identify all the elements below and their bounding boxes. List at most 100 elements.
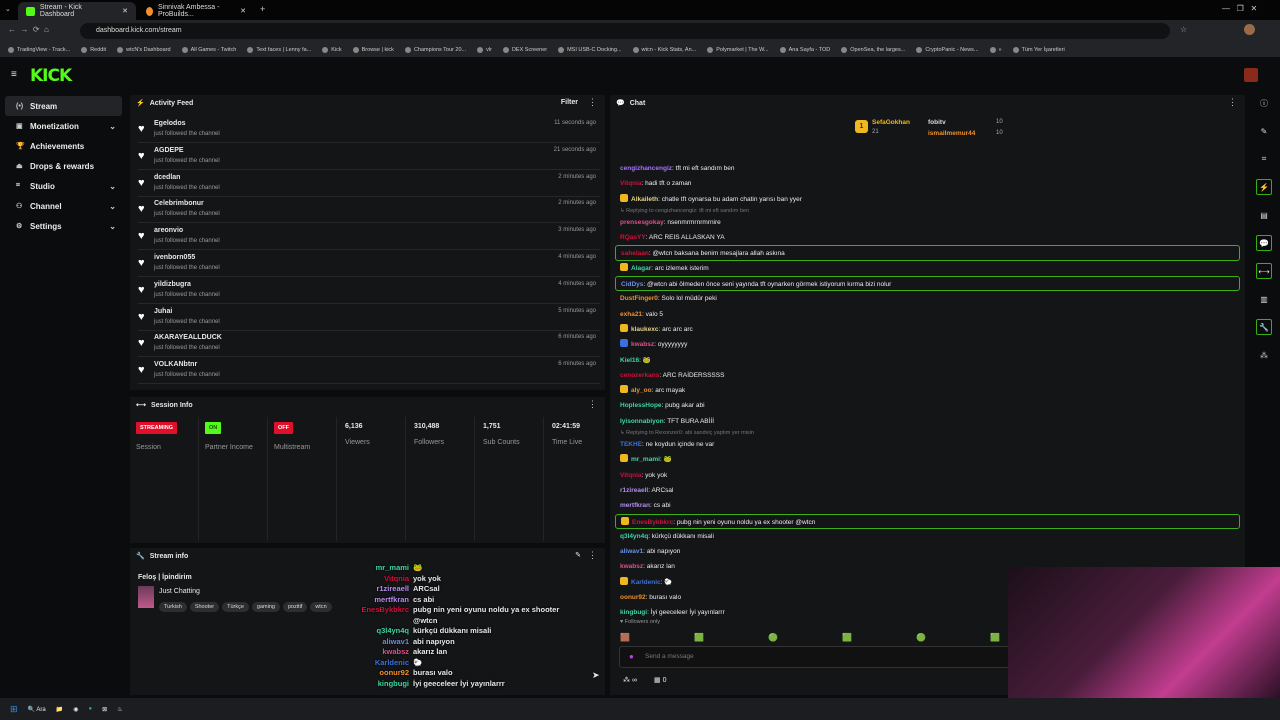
file-explorer-icon[interactable]: 📁 bbox=[55, 706, 64, 713]
pencil-icon[interactable]: ✎ bbox=[1260, 126, 1268, 136]
url-input[interactable]: dashboard.kick.com/stream bbox=[80, 23, 1170, 39]
nav-buttons[interactable]: ← → ⟳ ⌂ bbox=[8, 25, 49, 34]
follower-name[interactable]: Egelodos bbox=[154, 120, 186, 127]
chat-username[interactable]: kwabsz bbox=[620, 563, 644, 571]
steam-icon[interactable]: ♨ bbox=[117, 706, 123, 713]
sidebar-item-channel[interactable]: ⚇Channel⌄ bbox=[5, 196, 122, 216]
shop-button[interactable]: ▦ 0 bbox=[654, 677, 667, 684]
chat-username[interactable]: kingbugi bbox=[620, 609, 648, 617]
chat-username[interactable]: kwabsz bbox=[631, 341, 655, 349]
chat-username[interactable]: oonur92 bbox=[620, 594, 646, 602]
follower-name[interactable]: Juhai bbox=[154, 307, 173, 315]
more-options-icon[interactable]: ⋮ bbox=[588, 399, 597, 409]
chat-username[interactable]: Alkaileth bbox=[631, 195, 659, 203]
chat-username[interactable]: Karldenic bbox=[631, 578, 661, 586]
chat-username[interactable]: klaukexc bbox=[631, 325, 659, 333]
follower-name[interactable]: dcedlan bbox=[154, 173, 181, 181]
info-icon[interactable]: ⓘ bbox=[1260, 98, 1268, 108]
user-avatar[interactable] bbox=[1244, 68, 1258, 82]
notes-icon[interactable]: ▤ bbox=[1260, 210, 1268, 220]
bookmark-item[interactable]: Reddit bbox=[81, 46, 106, 53]
bookmark-item[interactable]: DEX Screener bbox=[502, 46, 547, 53]
gifter-name[interactable]: ismailmemur44 bbox=[928, 130, 976, 137]
filter-button[interactable]: Filter bbox=[560, 99, 578, 106]
bookmark-item[interactable]: Champions Tour 20... bbox=[404, 46, 466, 53]
wrench-icon[interactable]: 🔧 bbox=[1256, 319, 1272, 335]
bookmark-item[interactable]: Browse | kick bbox=[352, 46, 394, 53]
chat-username[interactable]: DustFinger0 bbox=[620, 295, 658, 303]
chat-username[interactable]: EnesBykbkrc bbox=[632, 518, 674, 526]
emote-icon[interactable]: 🟢 bbox=[916, 633, 926, 642]
sidebar-item-monetization[interactable]: ▣Monetization⌄ bbox=[5, 116, 122, 136]
profile-avatar[interactable] bbox=[1244, 24, 1255, 35]
chat-username[interactable]: cenozerkans bbox=[620, 371, 660, 379]
kick-logo[interactable]: KICK bbox=[30, 66, 72, 86]
stream-tag[interactable]: wtcn bbox=[310, 602, 332, 612]
chat-username[interactable]: mertfkran bbox=[620, 502, 650, 510]
chat-username[interactable]: exha21 bbox=[620, 310, 643, 318]
chat-username[interactable]: Kiel16 bbox=[620, 356, 640, 364]
sidebar-item-achievements[interactable]: 🏆Achievements bbox=[5, 136, 122, 156]
more-options-icon[interactable]: ⋮ bbox=[1228, 97, 1237, 107]
chat-username[interactable]: TEKHE bbox=[620, 441, 643, 449]
new-tab-button[interactable]: + bbox=[260, 4, 266, 14]
edit-icon[interactable]: ✎ bbox=[575, 552, 581, 559]
follower-name[interactable]: AKARAYEALLDUCK bbox=[154, 334, 222, 342]
focus-icon[interactable]: ⌗ bbox=[1261, 154, 1267, 163]
sidebar-item-stream[interactable]: (•)Stream bbox=[5, 96, 122, 116]
chat-username[interactable]: RQasYY bbox=[620, 234, 646, 242]
more-options-icon[interactable]: ⋮ bbox=[588, 97, 597, 107]
sidebar-item-settings[interactable]: ⚙Settings⌄ bbox=[5, 216, 122, 236]
chat-username[interactable]: prensesgokay bbox=[620, 218, 664, 226]
taskbar-search[interactable]: 🔍 Ara bbox=[27, 706, 46, 713]
bookmark-item[interactable]: OpenSea, the larges... bbox=[841, 46, 905, 53]
bookmark-item[interactable]: Tüm Yer İşaretleri bbox=[1012, 46, 1065, 53]
follower-name[interactable]: yildizbugra bbox=[154, 280, 191, 288]
bookmark-item[interactable]: Ana Sayfa - TOD bbox=[779, 46, 830, 53]
close-tab-icon[interactable]: ✕ bbox=[122, 8, 128, 15]
stream-tag[interactable]: Turkish bbox=[159, 602, 187, 612]
follower-name[interactable]: Celebrimbonur bbox=[154, 200, 204, 208]
chat-username[interactable]: Vitqnia bbox=[620, 471, 642, 479]
star-bookmark-icon[interactable]: ☆ bbox=[1180, 25, 1188, 34]
bookmark-item[interactable]: vlr bbox=[477, 46, 492, 53]
chevron-down-icon[interactable]: ⌄ bbox=[109, 221, 116, 231]
sidebar-item-drops-rewards[interactable]: ⏏Drops & rewards bbox=[5, 156, 122, 176]
top-gifter-name[interactable]: SefaGokhan bbox=[872, 119, 910, 126]
chrome-icon[interactable]: ◉ bbox=[73, 706, 79, 713]
bookmark-item[interactable]: Polymarket | The W... bbox=[707, 46, 769, 53]
bookmark-item[interactable]: wtcn - Kick Stats, An... bbox=[632, 46, 696, 53]
chat-username[interactable]: mr_mami bbox=[631, 456, 660, 464]
emote-icon[interactable]: 🟢 bbox=[768, 633, 778, 642]
chevron-down-icon[interactable]: ⌄ bbox=[109, 201, 116, 211]
emote-icon[interactable]: 🟫 bbox=[620, 633, 630, 642]
tab-probuilds[interactable]: Sinnivak Ambessa - ProBuilds...✕ bbox=[138, 2, 254, 20]
chat-icon[interactable]: 💬 bbox=[1256, 235, 1272, 251]
emote-icon[interactable]: 🟩 bbox=[694, 633, 704, 642]
chat-username[interactable]: Alagar bbox=[631, 264, 652, 272]
emote-icon[interactable]: 🟩 bbox=[842, 633, 852, 642]
microphone-icon[interactable]: ● bbox=[629, 652, 634, 661]
bookmark-item[interactable]: MSI USB-C Docking... bbox=[558, 46, 622, 53]
menu-icon[interactable]: ≡ bbox=[11, 69, 17, 80]
bookmark-item[interactable]: » bbox=[989, 46, 1002, 53]
chevron-down-icon[interactable]: ⌄ bbox=[109, 181, 116, 191]
stream-tag[interactable]: Türkçe bbox=[222, 602, 249, 612]
follower-name[interactable]: VOLKANbtnr bbox=[154, 361, 198, 369]
chat-username[interactable]: Iyisonnabiyon bbox=[620, 417, 664, 425]
chat-username[interactable]: aliwav1 bbox=[620, 548, 644, 556]
xbox-icon[interactable]: ⊠ bbox=[102, 706, 108, 713]
chat-username[interactable]: aly_oo bbox=[631, 387, 652, 395]
follower-name[interactable]: AGDEPE bbox=[154, 146, 184, 154]
emote-bar[interactable]: 🟫🟩🟢🟩🟢🟩 bbox=[620, 633, 1000, 642]
layout-icon[interactable]: ▥ bbox=[1260, 294, 1268, 304]
bookmark-item[interactable]: CryptoPanic - News... bbox=[916, 46, 979, 53]
windows-start-icon[interactable]: ⊞ bbox=[10, 703, 18, 714]
nodes-icon[interactable]: ⁂ bbox=[1260, 350, 1268, 360]
bookmark-item[interactable]: wtcN's Dashboard bbox=[117, 46, 171, 53]
chat-username[interactable]: cengizhancengiz bbox=[620, 165, 673, 172]
bookmark-item[interactable]: Text faces | Lenny fa... bbox=[247, 46, 311, 53]
sidebar-item-studio[interactable]: ⌗Studio⌄ bbox=[5, 176, 122, 196]
chat-username[interactable]: Vitqnia bbox=[620, 180, 642, 188]
chat-username[interactable]: sahelaan bbox=[621, 250, 649, 258]
